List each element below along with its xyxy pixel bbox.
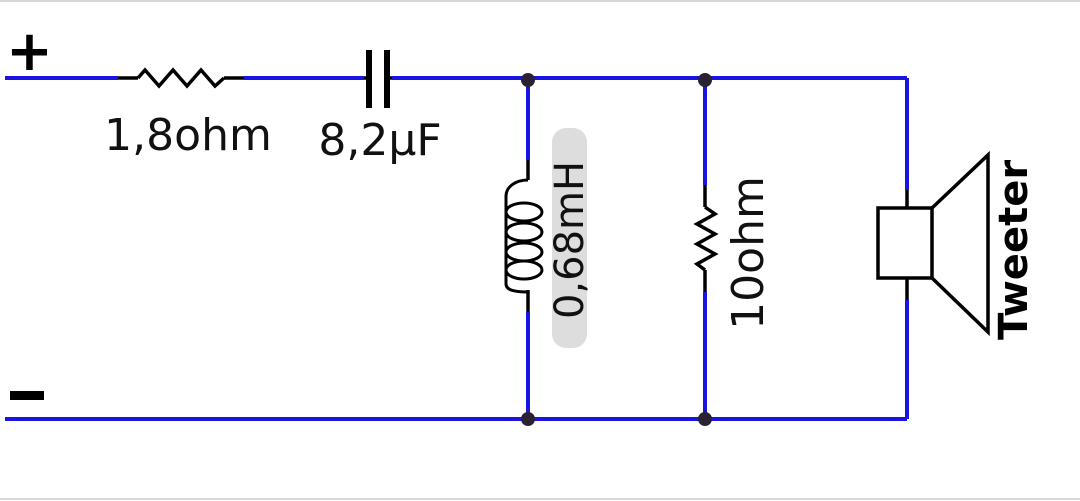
series-capacitor-symbol [364, 50, 392, 108]
shunt-inductor-symbol [504, 178, 544, 294]
node-top-resistor [698, 73, 712, 87]
node-bottom-resistor [698, 412, 712, 426]
shunt-inductor-label: 0,68mH [547, 161, 593, 319]
shunt-resistor-label: 10ohm [723, 176, 774, 330]
shunt-resistor-symbol [693, 205, 719, 272]
positive-terminal: + [6, 19, 53, 84]
node-top-inductor [521, 73, 535, 87]
tweeter-speaker-symbol [876, 150, 990, 337]
shunt-inductor-label-bg [552, 128, 587, 348]
series-capacitor-label: 8,2µF [318, 115, 441, 166]
node-bottom-inductor [521, 412, 535, 426]
component-stubs [118, 76, 909, 312]
negative-terminal [10, 391, 44, 400]
series-resistor-symbol [136, 67, 226, 89]
series-resistor-label: 1,8ohm [104, 110, 272, 161]
wires [5, 76, 909, 421]
junction-nodes [521, 73, 712, 426]
speaker-label: Tweeter [991, 160, 1037, 340]
